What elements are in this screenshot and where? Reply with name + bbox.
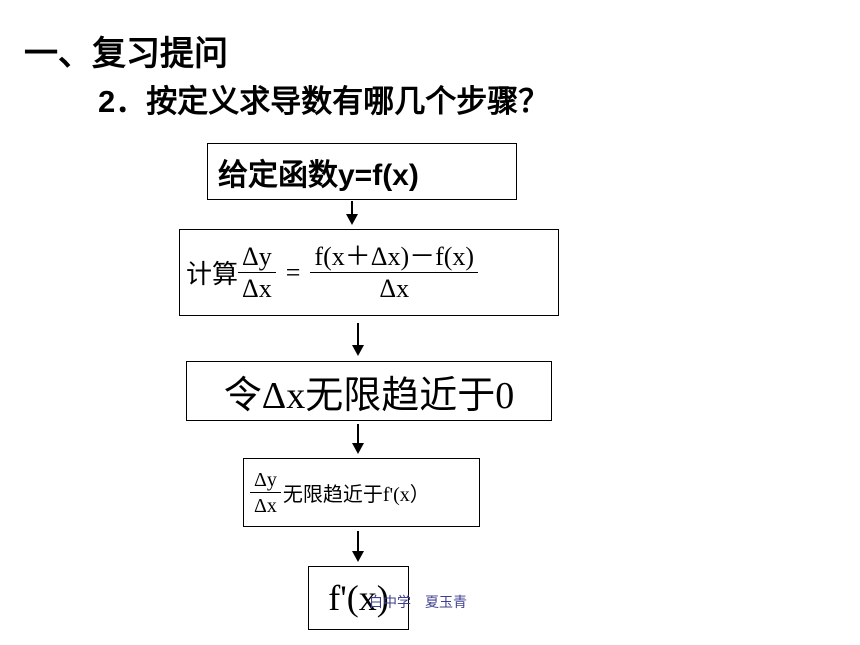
step-2-prefix: 计算 bbox=[186, 260, 239, 289]
step-4-fraction: Δy Δx bbox=[250, 470, 281, 516]
step-4-denominator: Δx bbox=[254, 494, 277, 517]
step-2-rhs-fraction: f(x＋Δx)－f(x) Δx bbox=[310, 243, 479, 303]
step-2-lhs-denominator: Δx bbox=[242, 273, 272, 303]
step-2-box: 计算 Δy Δx = f(x＋Δx)－f(x) Δx bbox=[179, 229, 559, 316]
arrow-4 bbox=[352, 531, 364, 562]
step-2-rhs-numerator: f(x＋Δx)－f(x) bbox=[310, 243, 479, 273]
step-4-box: Δy Δx 无限趋近于f'(x） bbox=[243, 458, 480, 527]
step-5-text: f'(x) bbox=[328, 578, 389, 618]
arrow-2 bbox=[352, 323, 364, 356]
step-2-rhs-denominator: Δx bbox=[379, 273, 410, 303]
arrow-3 bbox=[352, 424, 364, 454]
step-2-lhs-numerator: Δy bbox=[238, 243, 276, 273]
step-5-box: f'(x) bbox=[308, 566, 409, 630]
step-1-box: 给定函数y=f(x) bbox=[207, 143, 517, 200]
step-2-lhs-fraction: Δy Δx bbox=[238, 243, 276, 303]
page-title: 一、复习提问 bbox=[24, 35, 228, 73]
step-2-equals: = bbox=[285, 257, 301, 287]
step-3-text: 令Δx无限趋近于0 bbox=[223, 374, 515, 417]
watermark: 白中学 夏玉青 bbox=[369, 595, 467, 611]
step-1-text: 给定函数y=f(x) bbox=[218, 158, 419, 192]
step-3-box: 令Δx无限趋近于0 bbox=[186, 361, 552, 421]
arrow-1 bbox=[346, 201, 358, 225]
question-subtitle: 2．按定义求导数有哪几个步骤？ bbox=[98, 84, 550, 119]
step-4-numerator: Δy bbox=[250, 470, 281, 493]
step-4-text: 无限趋近于f'(x） bbox=[282, 484, 430, 506]
